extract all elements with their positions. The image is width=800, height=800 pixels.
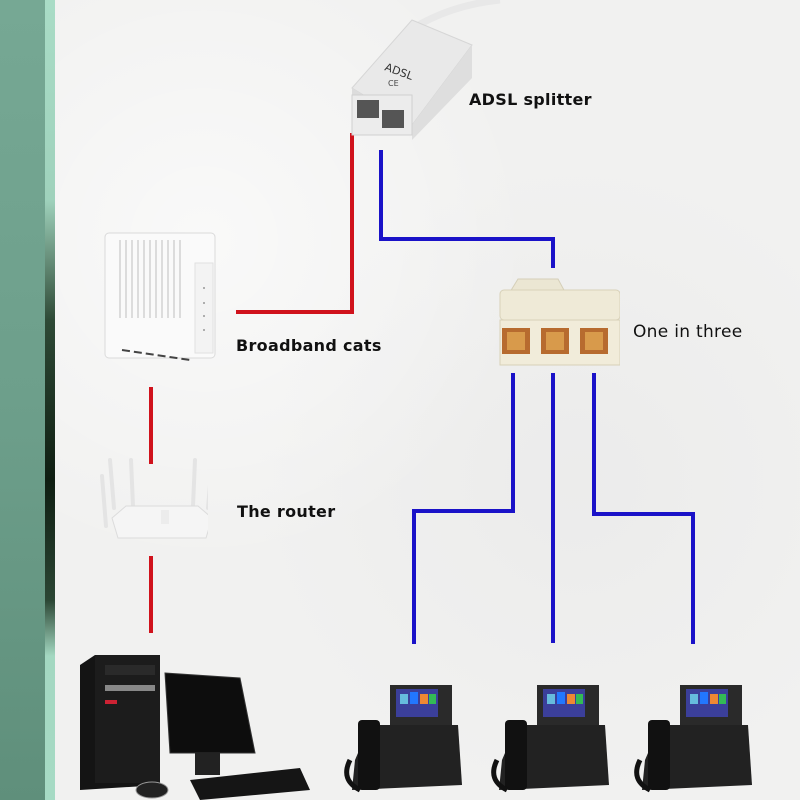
ip-phone-1 bbox=[344, 685, 462, 793]
side-strip bbox=[45, 0, 55, 800]
one-in-three-adapter bbox=[499, 278, 620, 366]
splitter-to-modem-line bbox=[236, 133, 354, 314]
ce-mark: CE bbox=[388, 79, 399, 88]
label-adsl-splitter: ADSL splitter bbox=[469, 90, 592, 109]
ip-phone-2 bbox=[491, 685, 609, 793]
label-one-in-three: One in three bbox=[633, 322, 743, 342]
ip-phone-3 bbox=[634, 685, 752, 793]
router-device bbox=[100, 458, 208, 539]
adsl-splitter-device: ADSL CE bbox=[351, 0, 501, 140]
side-band bbox=[0, 0, 45, 800]
blue-lines bbox=[379, 150, 695, 644]
label-the-router: The router bbox=[237, 502, 336, 521]
splitter-to-triple-line bbox=[379, 150, 555, 268]
paper-background bbox=[55, 0, 800, 800]
red-lines bbox=[149, 133, 354, 633]
triple-to-phone3-line bbox=[592, 373, 695, 644]
triple-to-phone1-line bbox=[412, 373, 515, 644]
label-broadband-cats: Broadband cats bbox=[236, 336, 382, 355]
modem-device bbox=[104, 232, 216, 361]
rj11-ports bbox=[502, 328, 608, 354]
desktop-computer bbox=[80, 655, 310, 800]
